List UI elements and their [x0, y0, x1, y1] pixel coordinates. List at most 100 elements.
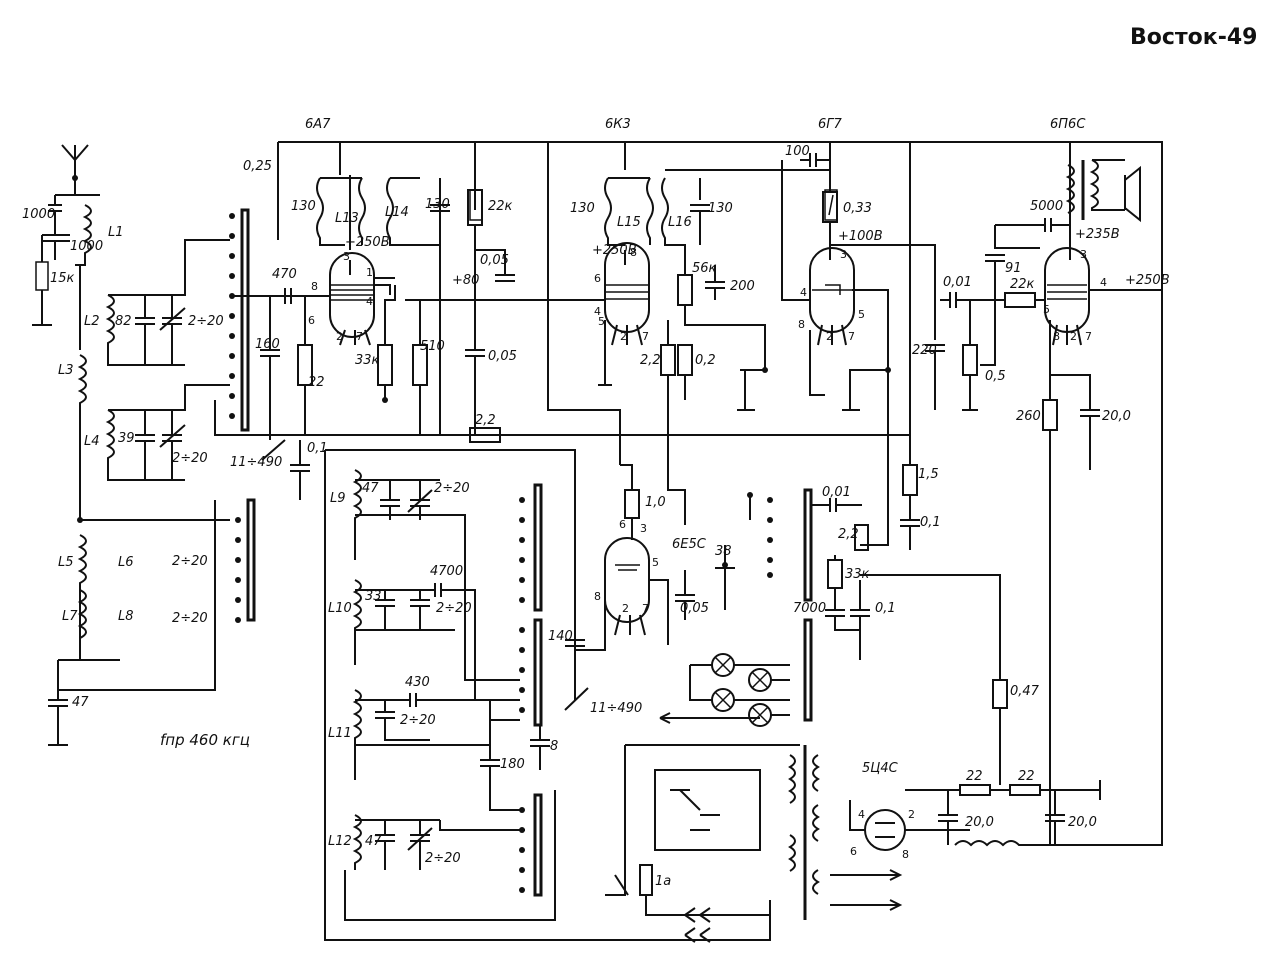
band-switch-2 [519, 483, 550, 897]
label-capacitor: 11÷490 [590, 701, 642, 716]
label-capacitor: 130 [291, 199, 316, 214]
label-pin: 2 [620, 330, 627, 343]
label-pin: 8 [630, 246, 637, 259]
label-tube-6k3: 6К3 [605, 117, 631, 132]
label-pin: 4 [1100, 276, 1107, 289]
label-resistor: 56к [692, 261, 717, 276]
label-tube-6p6s: 6П6С [1050, 117, 1086, 132]
label-resistor: 2,2 [640, 353, 661, 368]
label-capacitor: 39 [118, 431, 135, 446]
label-pin: 2 [622, 602, 629, 615]
label-lamp-switch: 38 [715, 544, 732, 559]
label-capacitor: 2÷20 [188, 314, 224, 329]
label-pin: 5 [598, 315, 605, 328]
label-tube-6g7: 6Г7 [818, 117, 843, 132]
label-pin: 5 [1043, 303, 1050, 316]
label-resistor: 15к [50, 271, 75, 286]
label-pin: 8 [902, 848, 909, 861]
label-capacitor: 33 [365, 589, 382, 604]
label-resistor: 22 [966, 769, 983, 784]
label-capacitor: 0,1 [920, 515, 941, 530]
label-capacitor: 0,1 [307, 441, 328, 456]
label-capacitor: 82 [115, 314, 132, 329]
label-capacitor: 0,25 [243, 159, 272, 174]
label-resistor: 91 [1005, 261, 1022, 276]
label-resistor: 0,33 [843, 201, 872, 216]
label-voltage: +250В [592, 243, 637, 258]
label-pin: 6 [850, 845, 857, 858]
label-coil: L14 [385, 205, 409, 220]
label-voltage: +235В [1075, 227, 1120, 242]
label-resistor: 22 [1018, 769, 1035, 784]
label-capacitor: 20,0 [1102, 409, 1131, 424]
label-pin: 2 [1070, 330, 1077, 343]
label-coil: L15 [617, 215, 641, 230]
label-pin: 7 [356, 330, 363, 343]
tube-6a7-stage [260, 175, 450, 500]
label-capacitor: 20,0 [965, 815, 994, 830]
label-pin: 3 [343, 250, 350, 263]
label-coil: L2 [84, 314, 100, 329]
label-pin: 8 [798, 318, 805, 331]
label-coil: L5 [58, 555, 74, 570]
label-resistor: 260 [1016, 409, 1041, 424]
label-capacitor: 47 [362, 481, 379, 496]
label-pin: 7 [1085, 330, 1092, 343]
label-capacitor: 0,01 [822, 485, 851, 500]
label-resistor: 22 [308, 375, 325, 390]
label-capacitor: 11÷490 [230, 455, 282, 470]
label-coil: L13 [335, 211, 359, 226]
label-pin: 6 [308, 314, 315, 327]
label-capacitor: 1000 [70, 239, 103, 254]
tube-6e5s-stage [574, 464, 695, 651]
label-resistor: 2,2 [838, 527, 859, 542]
label-capacitor: 1000 [22, 207, 55, 222]
dial-lamps [659, 618, 813, 727]
tube-6p6s-stage [940, 159, 1162, 845]
label-resistor: 1,0 [645, 495, 666, 510]
label-tube-6a7: 6А7 [305, 117, 331, 132]
oscillator-section [324, 449, 771, 941]
label-pin: 3 [1080, 248, 1087, 261]
label-pin: 1 [366, 266, 373, 279]
label-capacitor: 510 [420, 339, 445, 354]
band-switch-1 [58, 208, 910, 691]
label-capacitor: 430 [405, 675, 430, 690]
label-capacitor: 0,05 [488, 349, 517, 364]
label-capacitor: 140 [548, 629, 573, 644]
label-pin: 8 [1053, 330, 1060, 343]
label-resistor: 1,5 [918, 467, 939, 482]
label-pin: 6 [594, 272, 601, 285]
label-fuse: 1а [655, 874, 671, 889]
label-capacitor: 200 [730, 279, 755, 294]
label-capacitor: 130 [425, 197, 450, 212]
label-capacitor: 2÷20 [434, 481, 470, 496]
label-tube-6e5s: 6Е5С [672, 537, 707, 552]
label-capacitor: 5000 [1030, 199, 1063, 214]
label-voltage: +100В [838, 229, 883, 244]
label-coil: L11 [328, 726, 352, 741]
label-capacitor: 0,1 [875, 601, 896, 616]
label-resistor: 33к [355, 353, 380, 368]
avc-network [465, 427, 1008, 785]
label-capacitor: 47 [365, 834, 382, 849]
tube-6g7-stage [781, 153, 945, 546]
resistor-symbols [469, 189, 838, 221]
label-tube-5c4s: 5Ц4С [862, 761, 899, 776]
label-voltage: +250В [345, 235, 390, 250]
label-coil: L3 [58, 363, 74, 378]
tube-6k3-stage [420, 169, 830, 525]
label-resistor: 33к [845, 567, 870, 582]
label-capacitor: 100 [785, 144, 810, 159]
label-coil: L8 [118, 609, 134, 624]
label-capacitor: 2÷20 [172, 451, 208, 466]
label-capacitor: 2÷20 [172, 554, 208, 569]
label-resistor: 0,5 [985, 369, 1006, 384]
label-capacitor: 7000 [793, 601, 826, 616]
label-pin: 4 [366, 295, 373, 308]
label-capacitor: 47 [72, 695, 89, 710]
label-capacitor: 130 [708, 201, 733, 216]
label-capacitor: 20,0 [1068, 815, 1097, 830]
label-pin: 4 [858, 808, 865, 821]
